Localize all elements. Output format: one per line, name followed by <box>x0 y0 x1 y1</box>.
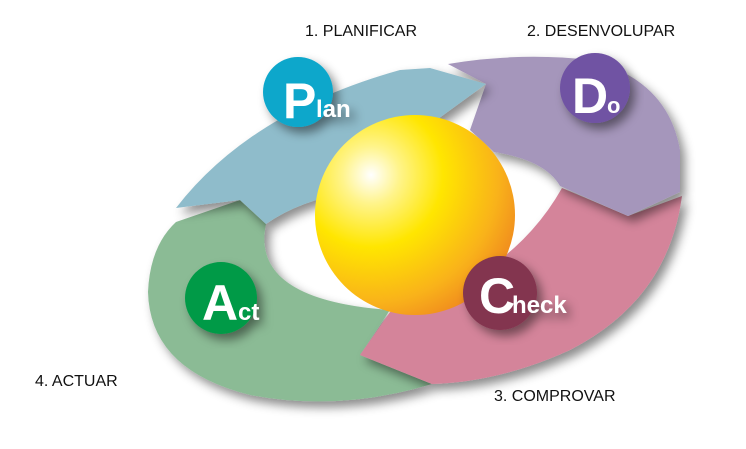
svg-text:C: C <box>479 268 515 324</box>
svg-text:P: P <box>283 73 316 129</box>
check-label: 3. COMPROVAR <box>494 388 616 405</box>
svg-text:heck: heck <box>512 292 567 319</box>
svg-text:o: o <box>607 93 620 118</box>
svg-text:A: A <box>202 275 238 331</box>
act-arrow <box>148 200 432 402</box>
act-badge: A ct <box>185 262 259 334</box>
do-label: 2. DESENVOLUPAR <box>527 23 676 40</box>
check-badge: C heck <box>463 256 567 330</box>
act-label: 4. ACTUAR <box>35 373 118 390</box>
svg-text:ct: ct <box>238 299 259 326</box>
do-badge: D o <box>560 53 630 124</box>
svg-text:D: D <box>572 68 608 124</box>
center-sphere <box>315 115 515 315</box>
plan-label: 1. PLANIFICAR <box>305 23 418 40</box>
plan-arrow <box>176 68 486 224</box>
svg-text:lan: lan <box>316 96 351 123</box>
plan-badge: P lan <box>263 57 351 129</box>
